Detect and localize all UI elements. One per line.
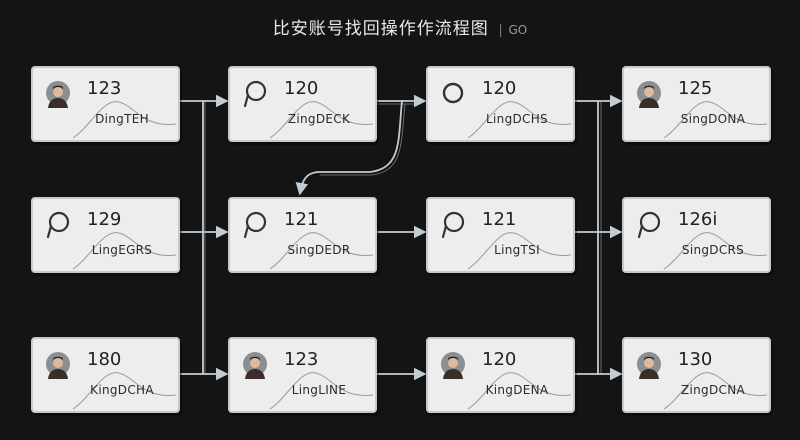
node-number: 121 (482, 209, 517, 230)
p-circle-icon (441, 211, 465, 239)
diagram-header: 比安账号找回操作作流程图 | GO (0, 14, 800, 39)
user-avatar-icon (637, 352, 661, 379)
user-avatar-icon (637, 81, 661, 108)
squiggle-decoration (663, 232, 768, 270)
node-number: 120 (482, 78, 517, 99)
node-number: 129 (87, 209, 122, 230)
squiggle-decoration (663, 372, 768, 410)
node-number: 125 (678, 78, 713, 99)
flow-node[interactable]: 130 ZingDCNA (622, 337, 771, 413)
squiggle-decoration (72, 372, 177, 410)
squiggle-decoration (467, 232, 572, 270)
node-number: 123 (284, 349, 319, 370)
node-label: SingDEDR (287, 243, 351, 257)
squiggle-decoration (269, 372, 374, 410)
node-number: 126i (678, 209, 718, 230)
node-label: ZingDECK (287, 112, 351, 126)
flow-node[interactable]: 121 LingTSI (426, 197, 575, 273)
flow-node[interactable]: 180 KingDCHA (31, 337, 180, 413)
user-avatar-icon (243, 352, 267, 379)
node-label: DingTEH (95, 112, 149, 126)
squiggle-decoration (269, 232, 374, 270)
flow-node[interactable]: 129 LingEGRS (31, 197, 180, 273)
node-label: SingDONA (680, 112, 746, 126)
flow-node[interactable]: 126i SingDCRS (622, 197, 771, 273)
node-number: 123 (87, 78, 122, 99)
node-number: 180 (87, 349, 122, 370)
p-circle-icon (243, 80, 267, 108)
node-label: LingDCHS (486, 112, 548, 126)
title-tag: GO (508, 23, 528, 37)
flow-node[interactable]: 123 LingLINE (228, 337, 377, 413)
title-separator: | (498, 21, 503, 37)
flow-node[interactable]: 125 SingDONA (622, 66, 771, 142)
node-label: ZingDCNA (681, 383, 745, 397)
connector-loop-back-echo (319, 103, 406, 176)
node-number: 130 (678, 349, 713, 370)
flow-node[interactable]: 120 KingDENA (426, 337, 575, 413)
node-label: KingDCHA (90, 383, 154, 397)
squiggle-decoration (72, 232, 177, 270)
diagram-title: 比安账号找回操作作流程图 (272, 19, 489, 38)
p-circle-icon (46, 211, 70, 239)
flow-node[interactable]: 120 ZingDECK (228, 66, 377, 142)
connector-loop-back (295, 100, 403, 196)
flow-node[interactable]: 123 DingTEH (31, 66, 180, 142)
node-number: 121 (284, 209, 319, 230)
squiggle-decoration (72, 101, 177, 139)
flow-node[interactable]: 120 LingDCHS (426, 66, 575, 142)
squiggle-decoration (467, 372, 572, 410)
p-circle-icon (637, 211, 661, 239)
user-avatar-icon (46, 352, 70, 379)
node-label: KingDENA (485, 383, 549, 397)
node-label: LingLINE (291, 383, 347, 397)
node-number: 120 (284, 78, 319, 99)
flow-node[interactable]: 121 SingDEDR (228, 197, 377, 273)
node-number: 120 (482, 349, 517, 370)
squiggle-decoration (663, 101, 768, 139)
node-label: LingEGRS (91, 243, 153, 257)
user-avatar-icon (441, 352, 465, 379)
node-label: SingDCRS (681, 243, 745, 257)
user-avatar-icon (46, 81, 70, 108)
squiggle-decoration (269, 101, 374, 139)
node-label: LingTSI (494, 243, 540, 257)
p-circle-icon (243, 211, 267, 239)
squiggle-decoration (467, 101, 572, 139)
ring-icon (442, 82, 464, 104)
